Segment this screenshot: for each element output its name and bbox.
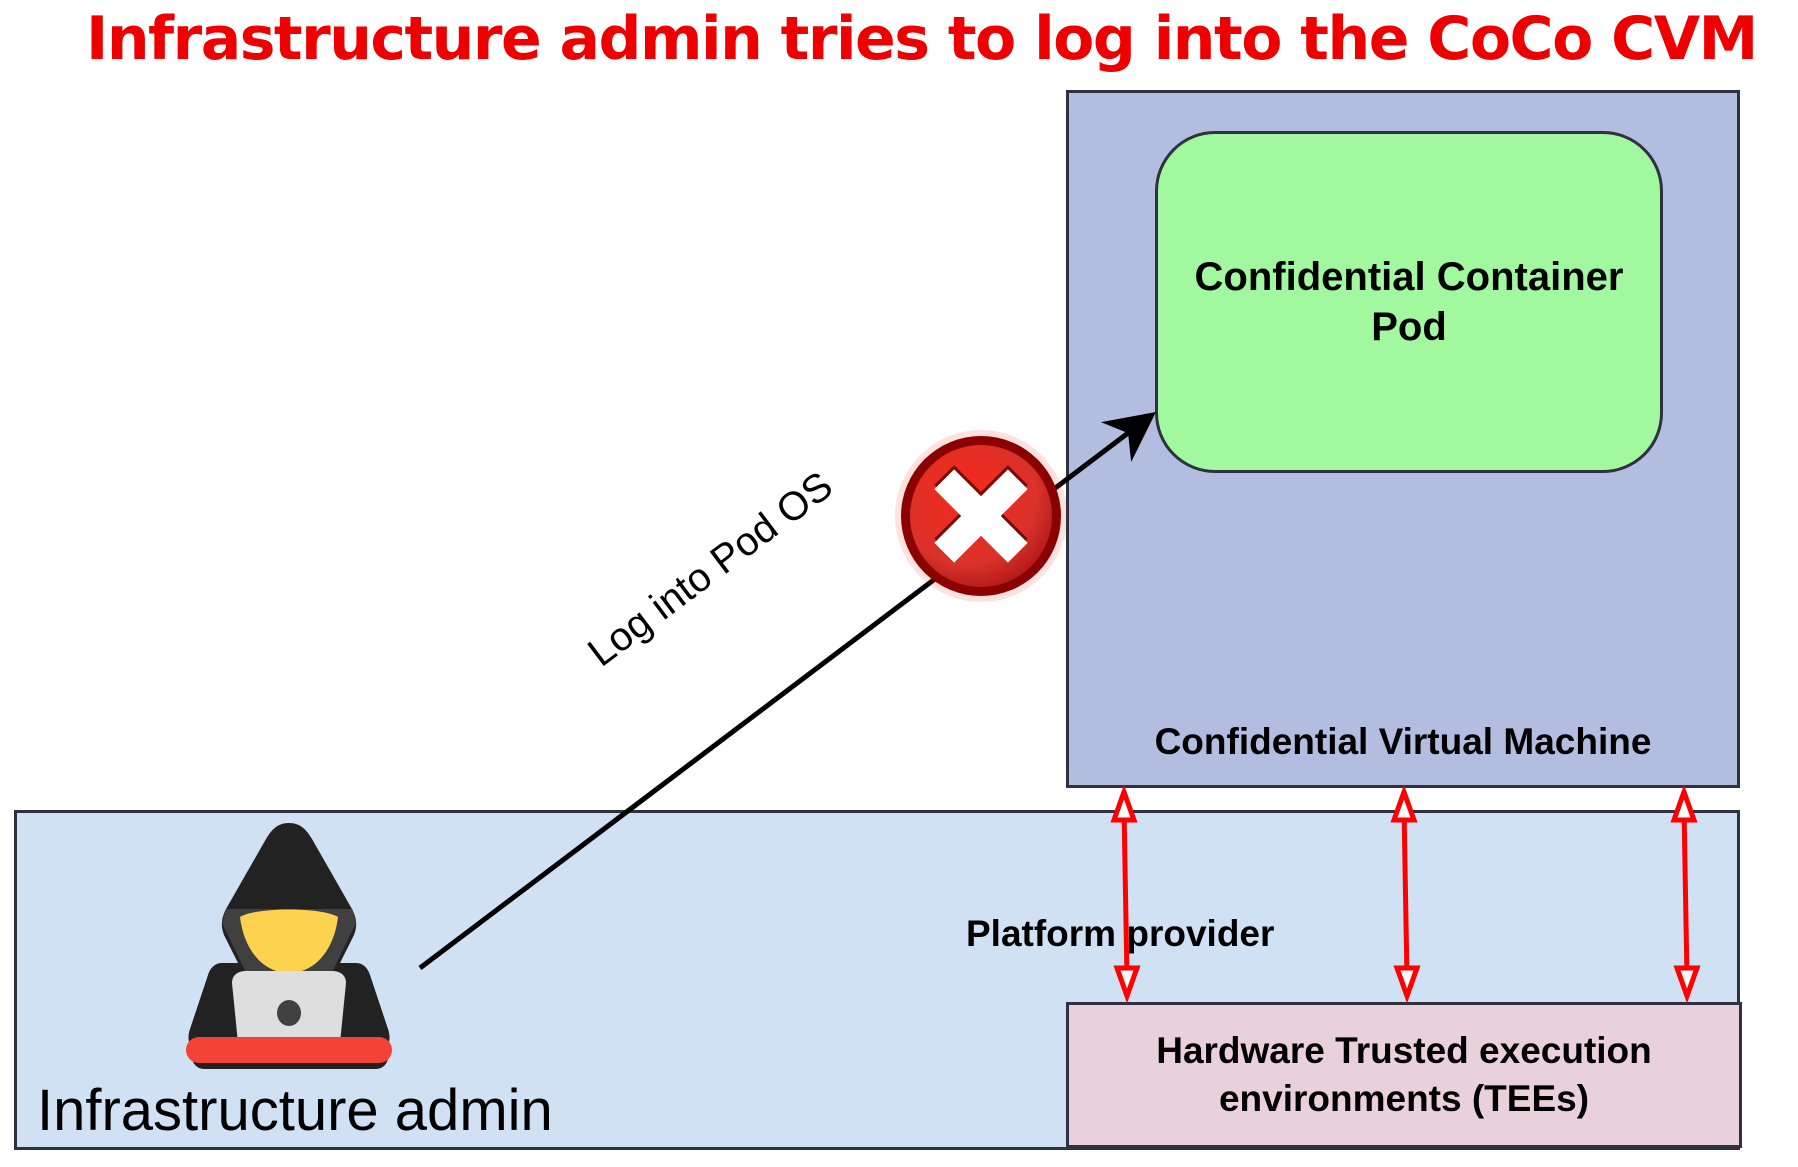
tee-label: Hardware Trusted execution environments … (1156, 1027, 1652, 1123)
error-x-icon (895, 430, 1067, 602)
pod-label: Confidential Container Pod (1195, 252, 1624, 352)
pod-box: Confidential Container Pod (1155, 131, 1663, 473)
cvm-label: Confidential Virtual Machine (1154, 721, 1652, 762)
tee-label-line1: Hardware Trusted execution (1156, 1030, 1652, 1071)
cvm-box: Confidential Container Pod Confidential … (1066, 90, 1740, 788)
platform-provider-label: Platform provider (966, 913, 1275, 954)
pod-label-line2: Pod (1371, 305, 1447, 349)
tee-label-line2: environments (TEEs) (1218, 1078, 1590, 1119)
hacker-icon (186, 823, 392, 1069)
login-edge-label: Log into Pod OS (580, 463, 841, 676)
diagram-title: Infrastructure admin tries to log into t… (86, 4, 1758, 74)
tee-box: Hardware Trusted execution environments … (1066, 1002, 1742, 1148)
admin-label: Infrastructure admin (37, 1078, 553, 1143)
pod-label-line1: Confidential Container (1194, 255, 1624, 299)
